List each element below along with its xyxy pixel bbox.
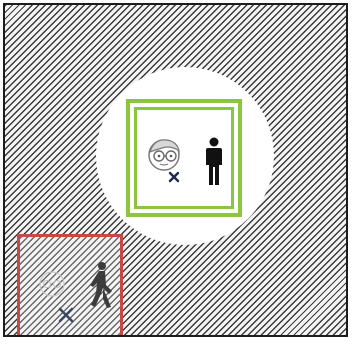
walking-person-icon <box>86 261 116 309</box>
distractor-box[interactable] <box>17 234 123 337</box>
face-icon <box>144 135 190 179</box>
cross-mark-icon <box>58 307 74 323</box>
faded-face-icon <box>34 267 74 301</box>
target-box[interactable] <box>126 99 242 217</box>
cross-mark-icon <box>168 171 180 183</box>
hatched-background <box>3 3 348 337</box>
standing-person-icon <box>204 137 224 187</box>
